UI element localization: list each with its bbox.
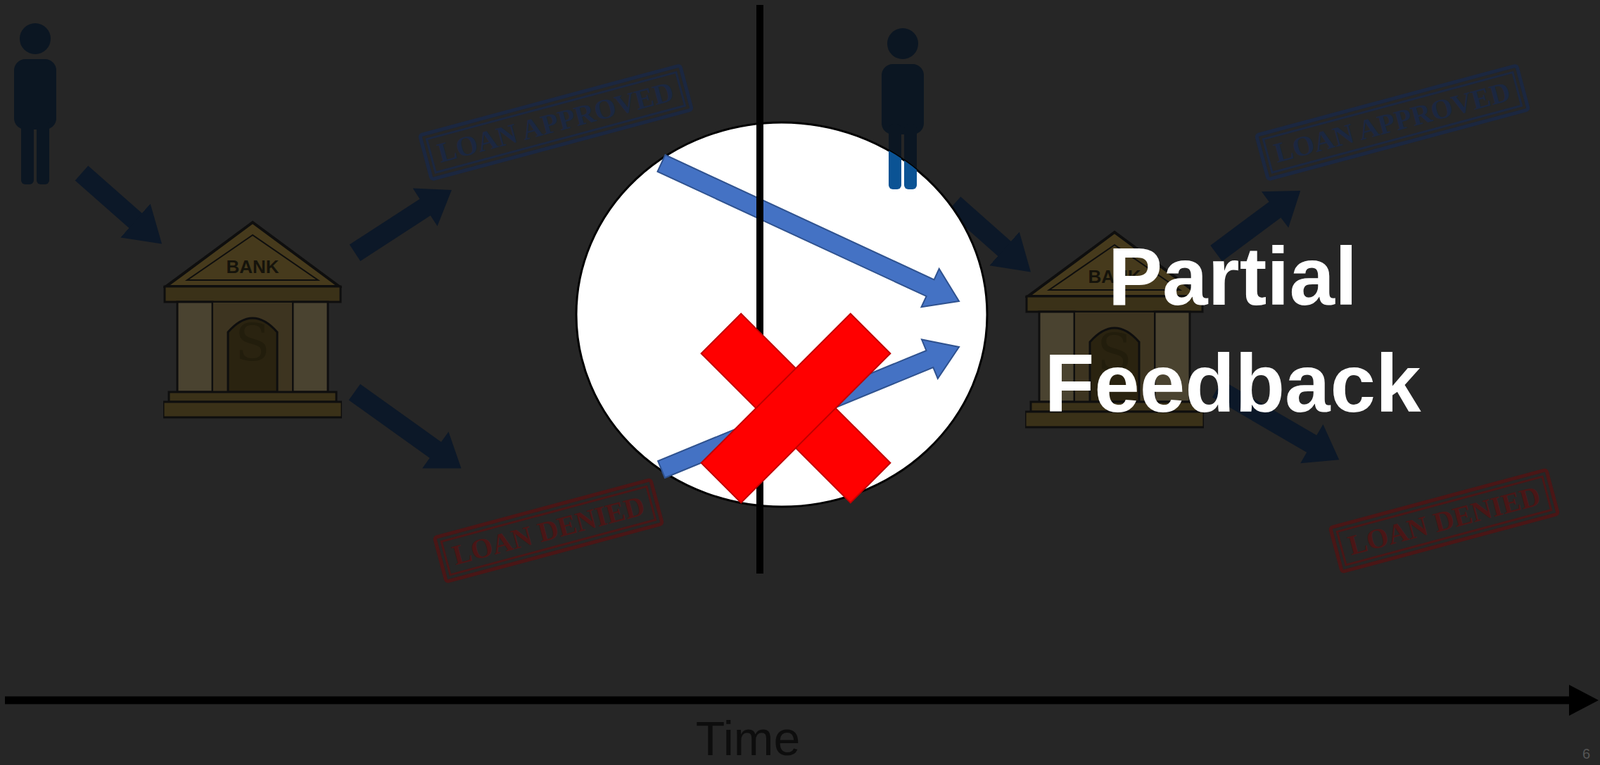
slide-title: Partial Feedback: [1000, 223, 1465, 437]
approved-stamp: LOAN APPROVED: [1254, 63, 1531, 182]
highlight-circle: [576, 122, 988, 507]
feedback-arrow: [657, 154, 960, 307]
stamp-text: LOAN DENIED: [1344, 479, 1544, 561]
person-arrow: [81, 173, 141, 226]
red-cross: [701, 313, 891, 504]
decision-arrow: [348, 384, 462, 469]
approved-stamp: LOAN APPROVED: [417, 63, 694, 182]
decision-arrow: [349, 188, 452, 262]
person-icon: [14, 23, 57, 185]
stamp-text: LOAN DENIED: [448, 489, 649, 571]
time-divider: [756, 4, 764, 574]
person-legs: [888, 124, 917, 190]
page-number: 6: [1547, 745, 1591, 763]
axis-label: Time: [607, 712, 889, 765]
stamp-text: LOAN APPROVED: [434, 75, 677, 169]
bank-building: BANK S: [163, 219, 342, 419]
denied-stamp: LOAN DENIED: [1327, 467, 1560, 574]
denied-stamp: LOAN DENIED: [432, 477, 665, 584]
stamp-text: LOAN APPROVED: [1270, 75, 1514, 169]
bank-sign: BANK: [163, 256, 342, 278]
bank-symbol: S: [163, 318, 342, 369]
